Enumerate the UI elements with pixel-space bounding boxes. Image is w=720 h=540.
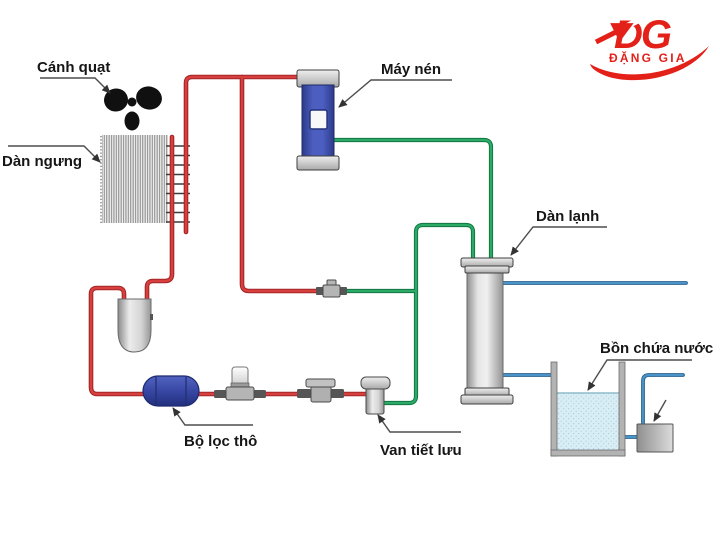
leader-fan bbox=[40, 77, 111, 94]
leader-water-tank bbox=[587, 359, 692, 391]
valve-body bbox=[310, 385, 332, 403]
tank-wall-right bbox=[618, 361, 626, 457]
solenoid-valve bbox=[214, 366, 266, 401]
logo-brand-text: ĐẶNG GIA bbox=[609, 50, 687, 65]
water-pump bbox=[636, 399, 674, 453]
pump-body bbox=[636, 423, 674, 453]
solenoid-nipple-right bbox=[253, 390, 266, 398]
fan-blade-left bbox=[104, 88, 128, 112]
leader-compressor bbox=[338, 79, 452, 108]
bypass-nipple-right bbox=[339, 287, 347, 295]
leader-lines bbox=[8, 77, 692, 433]
fan-blade-bottom bbox=[124, 111, 140, 131]
condenser bbox=[100, 135, 190, 223]
compressor-top-cap bbox=[296, 69, 340, 88]
brand-logo: DG ĐẶNG GIA bbox=[590, 12, 709, 81]
filter-body bbox=[142, 375, 200, 407]
pump-leader bbox=[653, 399, 667, 422]
bypass-nipple-left bbox=[316, 287, 324, 295]
fan-blade-right bbox=[136, 86, 162, 110]
bypass-valve bbox=[316, 279, 347, 298]
compressor-window bbox=[309, 109, 328, 130]
compressor-bottom-cap bbox=[296, 155, 340, 171]
filter-flange-lines bbox=[155, 377, 187, 405]
expansion-valve bbox=[360, 376, 391, 415]
tank-bottom bbox=[550, 449, 626, 457]
label-evaporator: Dàn lạnh bbox=[536, 208, 599, 225]
expansion-valve-cap bbox=[360, 376, 391, 390]
label-fan: Cánh quạt bbox=[37, 59, 110, 76]
condenser-coil-rungs bbox=[166, 145, 190, 223]
valve-nipple-right bbox=[330, 389, 344, 398]
valve-cap bbox=[305, 378, 336, 388]
tank-water bbox=[557, 393, 619, 450]
fan bbox=[104, 86, 162, 131]
compressor bbox=[296, 69, 340, 171]
evaporator-top-collar bbox=[464, 265, 510, 274]
bypass-valve-body bbox=[322, 284, 341, 298]
expansion-valve-body bbox=[365, 386, 385, 415]
water-tank bbox=[550, 361, 626, 457]
label-water-tank: Bồn chứa nước bbox=[600, 340, 713, 357]
coarse-filter bbox=[142, 375, 200, 407]
labels: Cánh quạt Dàn ngưng Máy nén Dàn lạnh Bồn… bbox=[2, 59, 713, 459]
evaporator-body bbox=[466, 271, 504, 391]
leader-coarse-filter bbox=[172, 407, 253, 426]
label-expansion-valve: Van tiết lưu bbox=[380, 442, 462, 459]
label-coarse-filter: Bộ lọc thô bbox=[184, 433, 257, 450]
leader-evaporator bbox=[510, 226, 607, 256]
tank-wall-left bbox=[550, 361, 558, 457]
evaporator-bottom-flange bbox=[460, 394, 514, 405]
liquid-receiver bbox=[117, 298, 153, 353]
solenoid-nipple-left bbox=[214, 390, 227, 398]
evaporator bbox=[460, 257, 514, 405]
service-valve bbox=[297, 378, 344, 403]
logo-swoosh-icon bbox=[590, 46, 709, 81]
receiver-body bbox=[117, 298, 152, 353]
condenser-fins bbox=[102, 135, 168, 223]
logo-arrow-icon bbox=[594, 23, 634, 45]
fan-hub bbox=[127, 97, 137, 107]
receiver-port bbox=[150, 314, 153, 320]
label-condenser: Dàn ngưng bbox=[2, 153, 82, 170]
label-compressor: Máy nén bbox=[381, 61, 441, 78]
leader-condenser bbox=[8, 145, 101, 163]
leader-expansion-valve bbox=[377, 414, 461, 433]
valve-nipple-left bbox=[297, 389, 311, 398]
solenoid-block bbox=[225, 386, 255, 401]
